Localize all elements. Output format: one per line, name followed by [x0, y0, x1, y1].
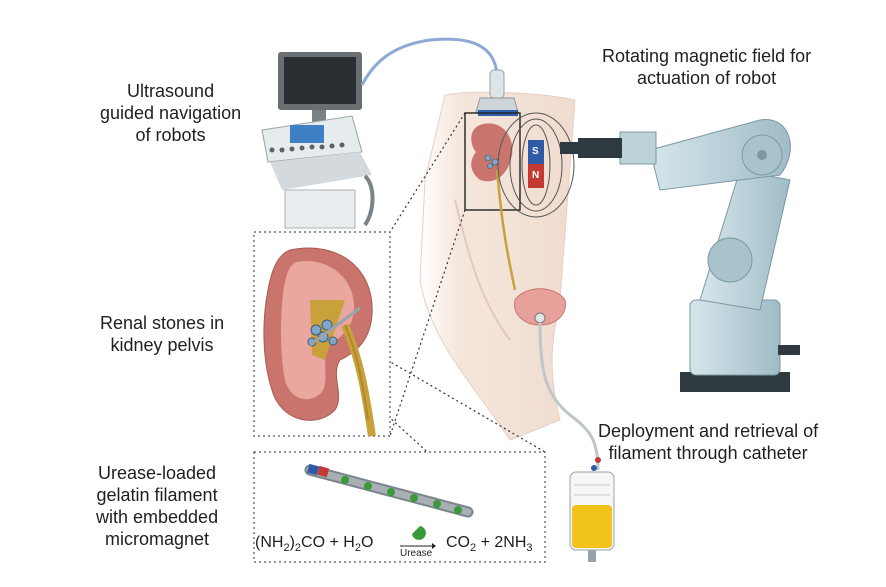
- catheter-port: [534, 312, 546, 324]
- label-magnetic: Rotating magnetic field for actuation of…: [602, 45, 811, 89]
- label-deployment: Deployment and retrieval of filament thr…: [598, 420, 818, 464]
- eq-part: (NH: [255, 534, 284, 551]
- small-stones: [484, 154, 499, 169]
- magnet-south-letter: S: [532, 146, 539, 157]
- bladder: [514, 288, 566, 326]
- eq-sub: 2: [354, 542, 361, 555]
- label-filament-line4: micromagnet: [105, 529, 210, 549]
- label-filament: Urease-loaded gelatin filament with embe…: [96, 462, 218, 550]
- reaction-reactants: (NH2)2CO + H2O: [255, 534, 373, 554]
- label-ultrasound-line3: of robots: [135, 125, 206, 145]
- small-kidney: [471, 123, 513, 182]
- drainage-bag: [569, 471, 615, 562]
- label-ultrasound-line2: guided navigation: [100, 103, 242, 123]
- magnet-field-lines: [497, 112, 575, 218]
- kidney-view-box: [464, 112, 521, 211]
- label-magnetic-line1: Rotating magnetic field for: [602, 46, 812, 66]
- label-ultrasound: Ultrasound guided navigation of robots: [100, 80, 241, 146]
- label-deployment-line2: filament through catheter: [608, 443, 808, 463]
- magnet-south: [528, 140, 544, 164]
- urease-enzyme-icon: [412, 526, 426, 540]
- kidney-filament: [309, 306, 361, 347]
- filament-beads: [341, 476, 462, 514]
- reaction-arrowhead: [432, 543, 436, 549]
- eq-sub: 2: [470, 542, 477, 555]
- catheter-valve-blue: [591, 465, 597, 471]
- label-stones-line2: kidney pelvis: [110, 335, 214, 355]
- small-ureter: [495, 169, 517, 291]
- eq-sub: 2: [294, 542, 302, 555]
- ultrasound-cable: [360, 37, 499, 86]
- catheter-tube: [538, 322, 600, 471]
- label-ultrasound-line1: Ultrasound: [127, 81, 215, 101]
- label-filament-line1: Urease-loaded: [98, 463, 217, 483]
- eq-part: O: [360, 534, 374, 551]
- label-filament-line2: gelatin filament: [96, 485, 218, 505]
- label-deployment-line1: Deployment and retrieval of: [598, 421, 819, 441]
- torso-contour: [454, 199, 511, 341]
- label-filament-line3: with embedded: [96, 507, 219, 527]
- robot-arm: [560, 119, 800, 392]
- filament-detail-box: [253, 451, 546, 563]
- eq-sub: 2: [283, 542, 290, 555]
- urease-label: Urease: [400, 548, 433, 559]
- label-stones-line1: Renal stones in: [100, 313, 225, 333]
- eq-part: CO + H: [301, 534, 355, 551]
- reaction-products: CO2 + 2NH3: [446, 534, 533, 554]
- eq-part: + 2NH: [476, 534, 527, 551]
- eq-sub: 3: [526, 542, 533, 555]
- magnet-north: [528, 164, 544, 188]
- label-magnetic-line2: actuation of robot: [637, 68, 777, 88]
- catheter-valve-red: [595, 457, 601, 463]
- eq-part: CO: [446, 534, 470, 551]
- eq-part: ): [289, 534, 295, 551]
- magnet-north-letter: N: [532, 170, 540, 181]
- ultrasound-machine: [261, 52, 375, 229]
- label-stones: Renal stones in kidney pelvis: [100, 312, 224, 356]
